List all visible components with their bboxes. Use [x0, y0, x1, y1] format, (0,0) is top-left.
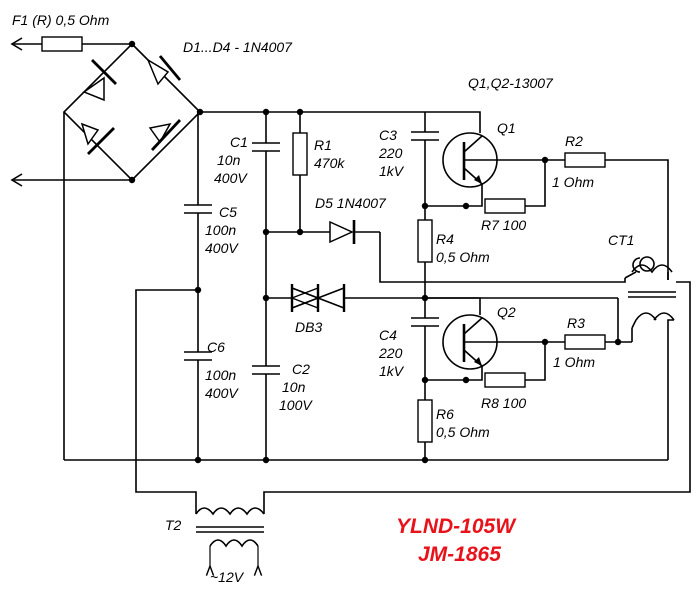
diac-db3	[266, 284, 619, 340]
r4-value: 0,5 Ohm	[436, 249, 490, 265]
resistor-r6	[417, 399, 433, 460]
r8-label: R8 100	[481, 395, 526, 411]
ac-input-lower	[10, 173, 132, 187]
c6-value: 100n	[205, 367, 236, 383]
c5-voltage: 400V	[205, 240, 239, 256]
transformer-ct1	[624, 256, 676, 460]
transistors-label: Q1,Q2-13007	[468, 75, 554, 91]
c4-voltage: 1kV	[379, 363, 405, 379]
c4-name: C4	[379, 327, 397, 343]
t2-loop-wires	[135, 281, 691, 514]
model-title-line1: YLND-105W	[396, 515, 517, 538]
c4-value: 220	[378, 345, 403, 361]
r6-name: R6	[436, 406, 454, 422]
q2-label: Q2	[497, 304, 516, 320]
t2-label: T2	[165, 517, 182, 533]
transformer-t2	[195, 507, 265, 566]
ct1-label: CT1	[608, 232, 634, 248]
r2-name: R2	[565, 133, 583, 149]
r6-value: 0,5 Ohm	[436, 424, 490, 440]
q1-label: Q1	[497, 120, 516, 136]
diode-d5	[329, 220, 626, 283]
c2-value: 10n	[282, 379, 306, 395]
bridge-rectifier	[62, 40, 202, 184]
fuse-f1	[10, 36, 132, 52]
capacitor-c5-c6	[184, 112, 212, 460]
r4-name: R4	[436, 231, 454, 247]
c1-name: C1	[230, 134, 248, 150]
c6-name: C6	[207, 339, 225, 355]
c3-name: C3	[379, 127, 397, 143]
c5-value: 100n	[205, 222, 236, 238]
capacitor-c1-c2	[252, 112, 280, 460]
transistor-q2-stage	[411, 297, 633, 400]
c3-value: 220	[378, 145, 403, 161]
c1-voltage: 400V	[214, 170, 248, 186]
fuse-label: F1 (R) 0,5 Ohm	[12, 12, 110, 28]
transistor-q1-stage	[411, 111, 669, 280]
c2-voltage: 100V	[279, 397, 313, 413]
r1-name: R1	[314, 137, 332, 153]
model-title-line2: JM-1865	[418, 543, 501, 566]
bridge-label: D1...D4 - 1N4007	[183, 39, 293, 55]
c1-value: 10n	[217, 152, 241, 168]
positive-rail	[196, 108, 425, 116]
r3-value: 1 Ohm	[553, 354, 595, 370]
resistor-r1	[266, 112, 330, 236]
r7-label: R7 100	[481, 217, 526, 233]
r3-name: R3	[567, 315, 585, 331]
r2-value: 1 Ohm	[552, 174, 594, 190]
c2-name: C2	[292, 361, 310, 377]
c5-name: C5	[219, 204, 237, 220]
output-voltage-label: ~12V	[210, 569, 245, 585]
c6-voltage: 400V	[205, 385, 239, 401]
c3-voltage: 1kV	[379, 163, 405, 179]
r1-value: 470k	[314, 155, 345, 171]
resistor-r4	[417, 219, 433, 318]
d5-label: D5 1N4007	[315, 195, 387, 211]
db3-label: DB3	[295, 319, 322, 335]
